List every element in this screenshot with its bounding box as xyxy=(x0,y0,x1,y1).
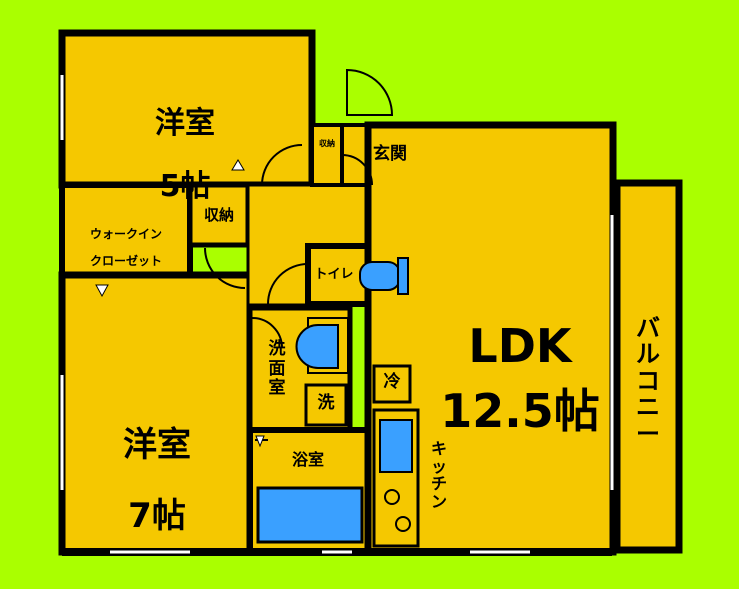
storage-left-label: 収納 xyxy=(203,206,234,224)
fridge-label: 冷 xyxy=(383,372,401,392)
door-western-5 xyxy=(261,144,303,186)
western-room-7-label: 洋室 7帖 xyxy=(112,392,202,570)
door-storage-entry xyxy=(341,154,373,186)
ldk-size: 12.5帖 xyxy=(440,383,600,438)
ldk-name: LDK xyxy=(468,318,572,373)
western-room-5-size: 5帖 xyxy=(159,168,211,204)
door-storage-left xyxy=(204,247,246,289)
door-entrance xyxy=(346,68,394,116)
western-room-7-size: 7帖 xyxy=(128,496,186,537)
ldk-label: LDK 12.5帖 xyxy=(430,305,610,452)
walk-in-closet-label: ウォークイン クローゼット xyxy=(70,214,182,283)
bathtub xyxy=(256,486,364,544)
stove-burner-1 xyxy=(384,489,400,505)
door-marker-1 xyxy=(231,159,245,171)
western-room-5-label: 洋室 5帖 xyxy=(140,76,230,234)
kitchen-sink xyxy=(379,419,413,473)
western-room-5-name: 洋室 xyxy=(155,105,215,141)
stove-burner-2 xyxy=(395,516,411,532)
room-storage-left xyxy=(187,182,251,248)
entrance-label: 玄関 xyxy=(373,144,407,164)
bathroom-label: 浴室 xyxy=(291,450,324,469)
fridge-box xyxy=(372,364,412,404)
washer-box xyxy=(304,383,348,427)
walk-in-closet-line1: ウォークイン xyxy=(89,226,162,241)
room-storage-entry xyxy=(310,123,344,187)
toilet-label: トイレ xyxy=(314,267,354,282)
balcony-label: バ ル コ ニ ー xyxy=(636,314,660,448)
toilet-fixture xyxy=(359,261,401,291)
sink-basin xyxy=(295,324,339,369)
kitchen-label: キ ッ チ ン xyxy=(430,439,447,511)
storage-entry-label: 収納 xyxy=(319,139,335,148)
door-marker-2 xyxy=(95,284,109,298)
washroom-label: 洗 面 室 xyxy=(268,339,286,399)
door-washroom xyxy=(251,317,283,349)
door-toilet xyxy=(267,263,309,305)
western-room-7-name: 洋室 xyxy=(123,424,191,465)
door-marker-3 xyxy=(255,435,265,448)
room-balcony xyxy=(613,179,683,554)
toilet-tank xyxy=(397,257,409,295)
walk-in-closet-line2: クローゼット xyxy=(89,254,162,269)
washer-label: 洗 xyxy=(317,393,335,413)
